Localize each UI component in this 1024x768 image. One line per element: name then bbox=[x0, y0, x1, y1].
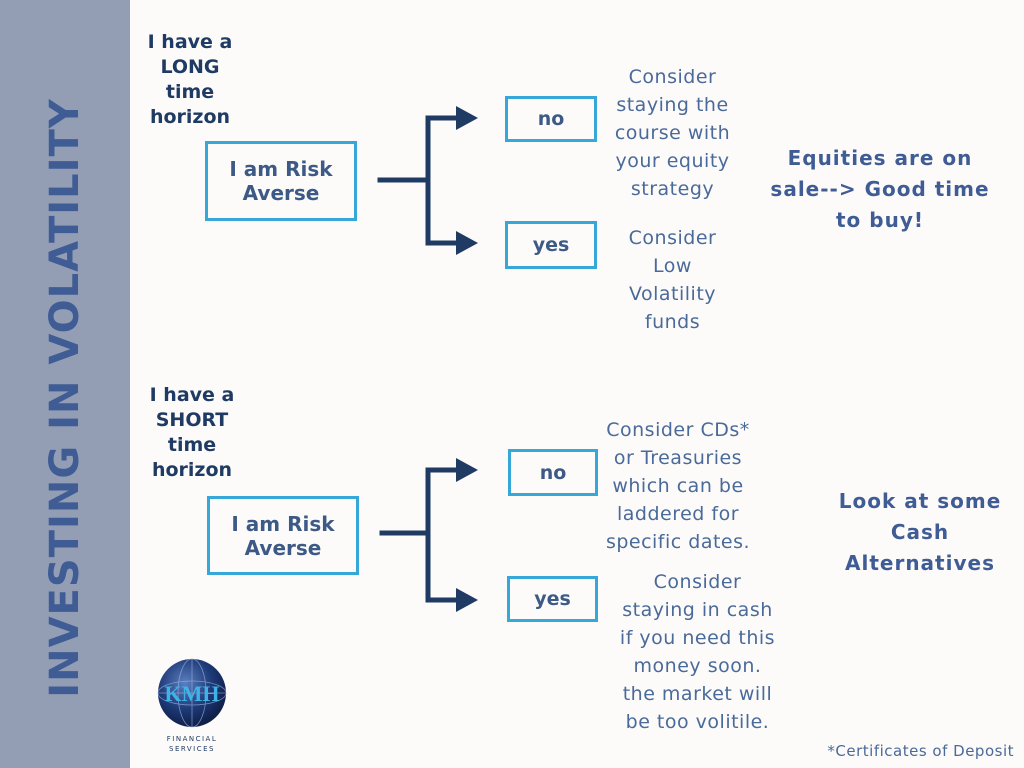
short-risk-averse-box: I am Risk Averse bbox=[207, 496, 359, 575]
short-horizon-label: I have a SHORT time horizon bbox=[149, 384, 235, 481]
long-risk-averse-box: I am Risk Averse bbox=[205, 141, 357, 221]
short-note: Look at some Cash Alternatives bbox=[838, 489, 1002, 575]
arrow-right-icon bbox=[456, 106, 478, 130]
long-no-box: no bbox=[505, 96, 597, 142]
arrow-right-icon bbox=[456, 588, 478, 612]
logo-monogram: KMH bbox=[165, 681, 220, 706]
long-yes-advice: Consider Low Volatility funds bbox=[628, 227, 717, 333]
short-yes-advice: Consider staying in cash if you need thi… bbox=[619, 571, 776, 733]
footnote: *Certificates of Deposit bbox=[827, 742, 1014, 760]
kmh-logo: KMH FINANCIAL SERVICES bbox=[150, 655, 234, 755]
sidebar: INVESTING IN VOLATILITY bbox=[0, 0, 130, 768]
long-yes-box: yes bbox=[505, 221, 597, 269]
long-no-advice: Consider staying the course with your eq… bbox=[614, 66, 731, 200]
arrow-right-icon bbox=[456, 458, 478, 482]
logo-tagline-2: SERVICES bbox=[169, 745, 215, 753]
arrow-right-icon bbox=[456, 231, 478, 255]
logo-tagline-1: FINANCIAL bbox=[166, 735, 218, 743]
short-no-advice: Consider CDs* or Treasuries which can be… bbox=[605, 419, 751, 553]
kmh-globe-logo: KMH bbox=[157, 658, 227, 728]
short-yes-box: yes bbox=[507, 576, 598, 622]
long-note: Equities are on sale--> Good time to buy… bbox=[770, 146, 990, 232]
long-horizon-label: I have a LONG time horizon bbox=[147, 31, 233, 128]
short-no-box: no bbox=[508, 449, 598, 496]
